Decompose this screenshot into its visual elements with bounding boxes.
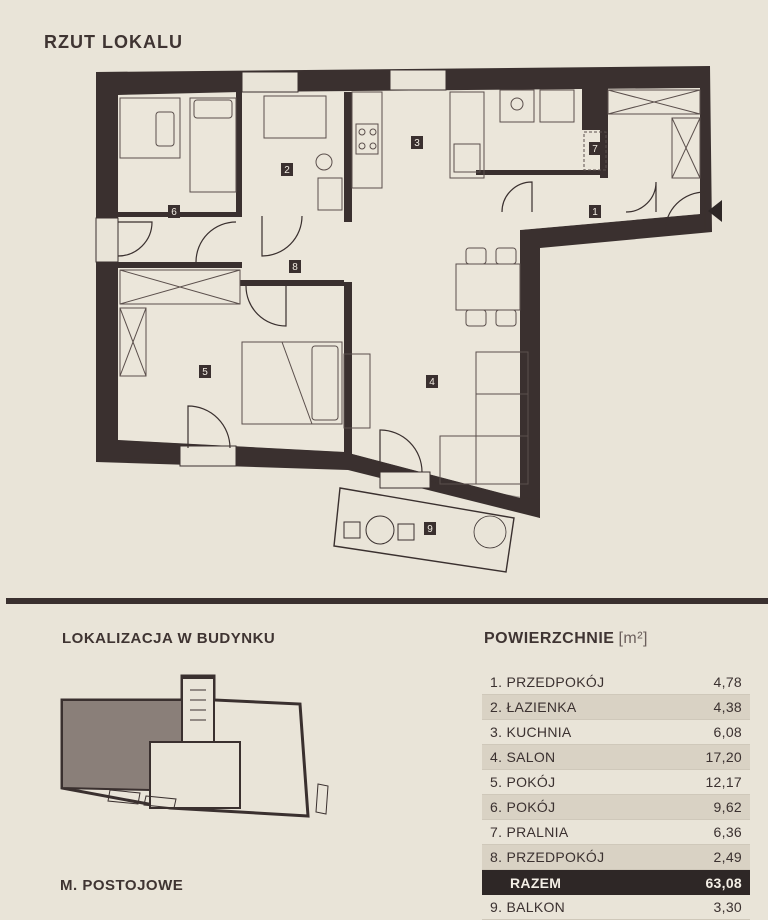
room-number-6: 6 xyxy=(168,205,180,218)
area-name: 3. KUCHNIA xyxy=(490,724,572,740)
section-divider xyxy=(6,598,768,604)
svg-text:7: 7 xyxy=(592,144,598,155)
area-row: 4. SALON 17,20 xyxy=(482,745,750,770)
svg-text:2: 2 xyxy=(284,165,290,176)
svg-text:5: 5 xyxy=(202,367,208,378)
furniture xyxy=(119,89,701,485)
total-name: RAZEM xyxy=(510,874,562,891)
page-title: RZUT LOKALU xyxy=(44,32,183,52)
area-name: 7. PRALNIA xyxy=(490,824,569,840)
room-number-2: 2 xyxy=(281,163,293,176)
area-row: 3. KUCHNIA 6,08 xyxy=(482,720,750,745)
areas-unit: [m²] xyxy=(618,630,648,647)
areas-title-text: POWIERZCHNIE xyxy=(484,630,615,647)
balcony xyxy=(333,487,515,573)
building-location-plan xyxy=(60,674,329,818)
room-numbers: 1 2 3 4 5 6 7 8 9 xyxy=(168,136,601,535)
svg-text:1: 1 xyxy=(592,207,598,218)
area-row: 2. ŁAZIENKA 4,38 xyxy=(482,695,750,720)
area-value: 4,38 xyxy=(713,699,742,715)
area-value: 2,49 xyxy=(713,849,742,865)
area-name: 9. BALKON xyxy=(490,899,566,915)
room-number-3: 3 xyxy=(411,136,423,149)
room-number-1: 1 xyxy=(589,205,601,218)
area-value: 17,20 xyxy=(705,749,742,765)
area-name: 1. PRZEDPOKÓJ xyxy=(490,674,605,690)
area-row: 5. POKÓJ 12,17 xyxy=(482,770,750,795)
area-name: 6. POKÓJ xyxy=(490,799,556,815)
room-number-9: 9 xyxy=(424,522,436,535)
svg-text:6: 6 xyxy=(171,207,177,218)
location-title: LOKALIZACJA W BUDYNKU xyxy=(62,630,276,647)
svg-text:4: 4 xyxy=(429,377,435,388)
doors xyxy=(117,181,706,473)
area-value: 9,62 xyxy=(713,799,742,815)
room-number-8: 8 xyxy=(289,260,301,273)
area-value: 6,08 xyxy=(713,724,742,740)
balconies-outline xyxy=(107,783,329,815)
room-number-5: 5 xyxy=(199,365,211,378)
area-value: 3,30 xyxy=(713,899,742,915)
area-value: 12,17 xyxy=(705,774,742,790)
total-row: RAZEM 63,08 xyxy=(482,870,750,895)
area-name: 2. ŁAZIENKA xyxy=(490,699,577,715)
svg-text:9: 9 xyxy=(427,524,433,535)
area-name: 5. POKÓJ xyxy=(490,774,556,790)
core-block xyxy=(149,741,241,809)
svg-text:3: 3 xyxy=(414,138,420,149)
area-row: 7. PRALNIA 6,36 xyxy=(482,820,750,845)
floor-plan: 1 2 3 4 5 6 7 8 9 xyxy=(95,66,722,573)
svg-text:8: 8 xyxy=(292,262,298,273)
areas-table: 1. PRZEDPOKÓJ 4,78 2. ŁAZIENKA 4,38 3. KUC… xyxy=(482,670,750,920)
area-row: 8. PRZEDPOKÓJ 2,49 xyxy=(482,845,750,870)
entrance-arrow-icon xyxy=(708,200,722,222)
room-number-4: 4 xyxy=(426,375,438,388)
room-number-7: 7 xyxy=(589,142,601,155)
area-value: 4,78 xyxy=(713,674,742,690)
total-value: 63,08 xyxy=(705,874,742,891)
parking-label: M. POSTOJOWE xyxy=(60,877,184,894)
area-value: 6,36 xyxy=(713,824,742,840)
windows xyxy=(95,69,447,489)
areas-title: POWIERZCHNIE[m²] xyxy=(484,630,648,648)
area-name: 8. PRZEDPOKÓJ xyxy=(490,849,605,865)
area-row: 1. PRZEDPOKÓJ 4,78 xyxy=(482,670,750,695)
area-name: 4. SALON xyxy=(490,749,556,765)
area-row: 6. POKÓJ 9,62 xyxy=(482,795,750,820)
interior-floor xyxy=(118,88,700,498)
